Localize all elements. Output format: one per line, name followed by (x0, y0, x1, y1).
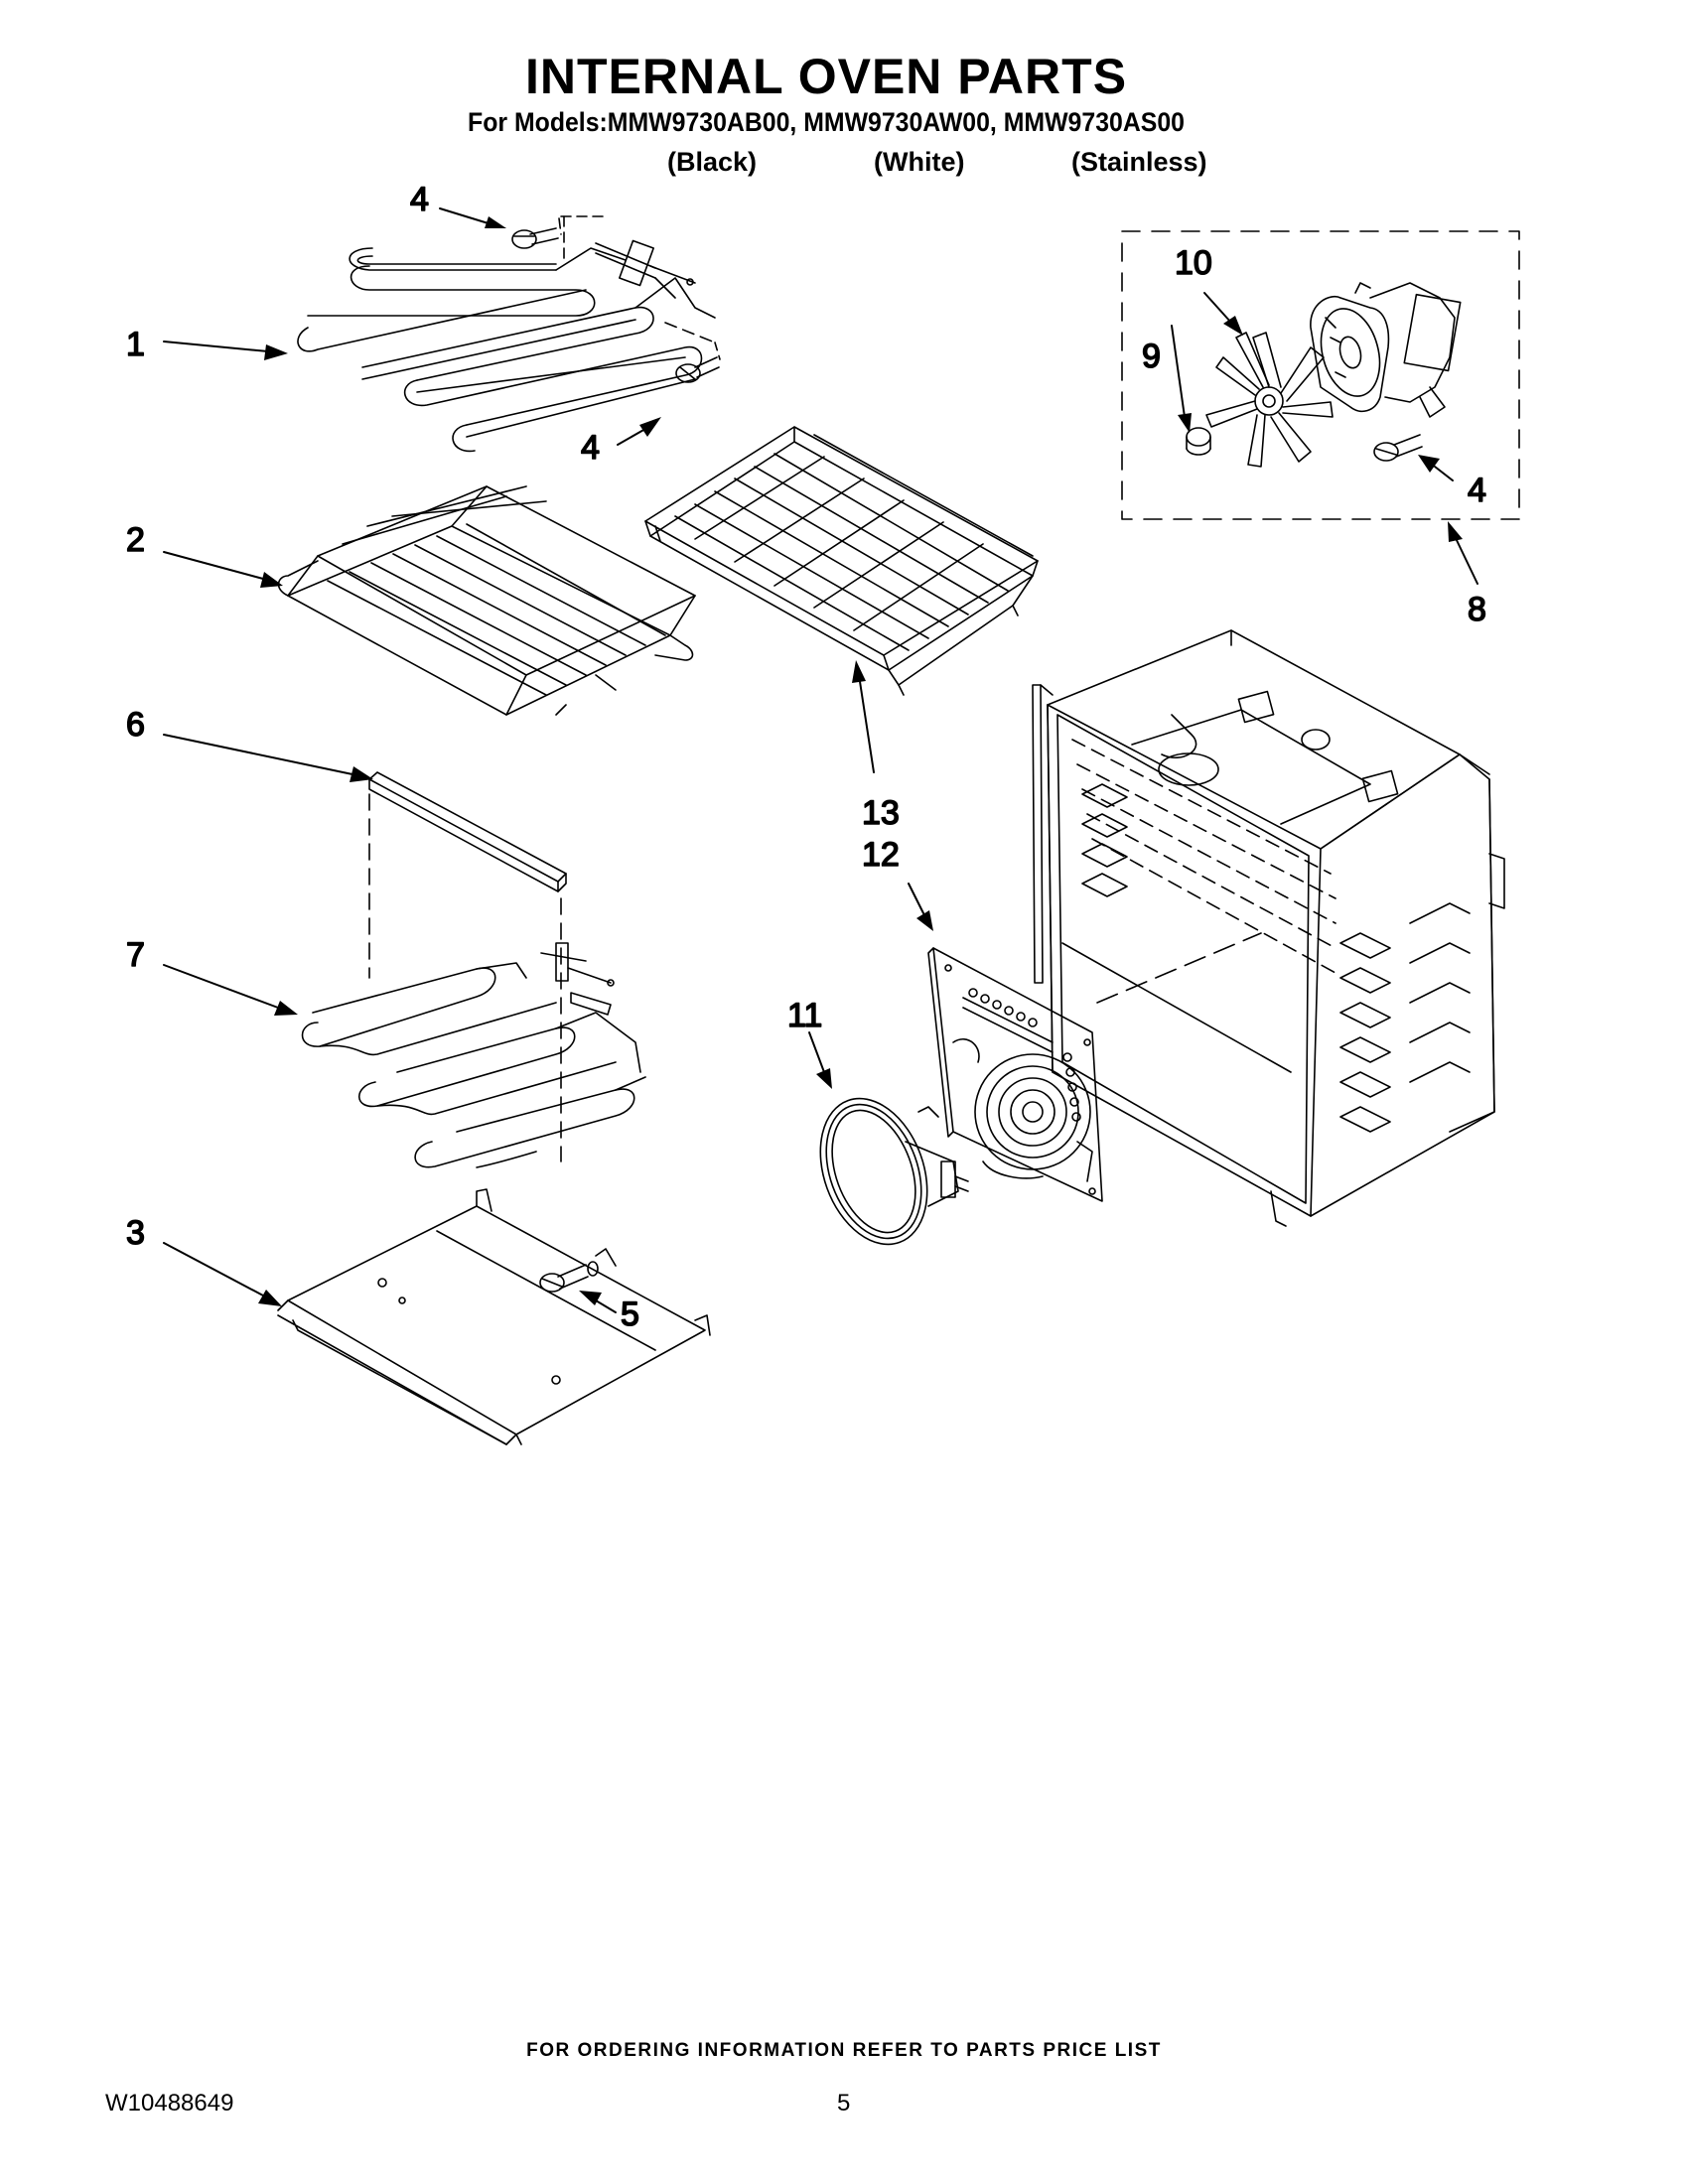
fan-nut (1187, 428, 1210, 455)
callout-4-top-left: 4 (410, 181, 429, 218)
convection-rear-panel (928, 948, 1102, 1201)
callout-8: 8 (1468, 591, 1486, 628)
screw-top-right (676, 357, 719, 382)
callout-10: 10 (1175, 244, 1212, 282)
bake-element-shield (369, 772, 566, 891)
callout-4-fan: 4 (1468, 472, 1486, 509)
convection-motor (1311, 283, 1461, 417)
sliding-rack (645, 427, 1038, 695)
callout-6: 6 (126, 706, 145, 744)
callout-11: 11 (787, 997, 822, 1034)
page-number: 5 (837, 2090, 851, 2116)
callout-3: 3 (126, 1214, 145, 1252)
screw-bottom (540, 1262, 598, 1292)
leader-dash (559, 218, 561, 234)
callout-1: 1 (126, 326, 145, 363)
screw-top-left (512, 228, 558, 248)
oven-cavity (1033, 630, 1504, 1226)
bake-element (303, 943, 646, 1167)
callout-5: 5 (621, 1296, 639, 1333)
convection-element (801, 1083, 968, 1259)
fan-assembly-box (1122, 231, 1519, 519)
callout-13: 13 (862, 794, 900, 832)
variant-stainless: (Stainless) (1071, 147, 1207, 177)
callout-arrows (164, 208, 1477, 1312)
screw-fan (1374, 435, 1422, 461)
callout-2: 2 (126, 521, 145, 559)
fan-blade (1206, 333, 1333, 467)
document-number: W10488649 (105, 2090, 234, 2116)
callout-12: 12 (862, 836, 900, 874)
ordering-note: FOR ORDERING INFORMATION REFER TO PARTS … (526, 2040, 1162, 2061)
callout-4-top-right: 4 (581, 429, 600, 467)
variant-black: (Black) (667, 147, 758, 177)
oven-bottom-panel (278, 1189, 710, 1444)
cavity-guide-line (1097, 933, 1261, 1003)
models-line: For Models:MMW9730AB00, MMW9730AW00, MMW… (468, 107, 1185, 137)
callout-9: 9 (1142, 338, 1161, 375)
oven-rack (279, 486, 695, 715)
variant-white: (White) (874, 147, 965, 177)
arrowheads (258, 216, 1463, 1306)
page-title: INTERNAL OVEN PARTS (524, 49, 1128, 104)
broil-element (298, 240, 715, 451)
callout-7: 7 (126, 936, 145, 974)
